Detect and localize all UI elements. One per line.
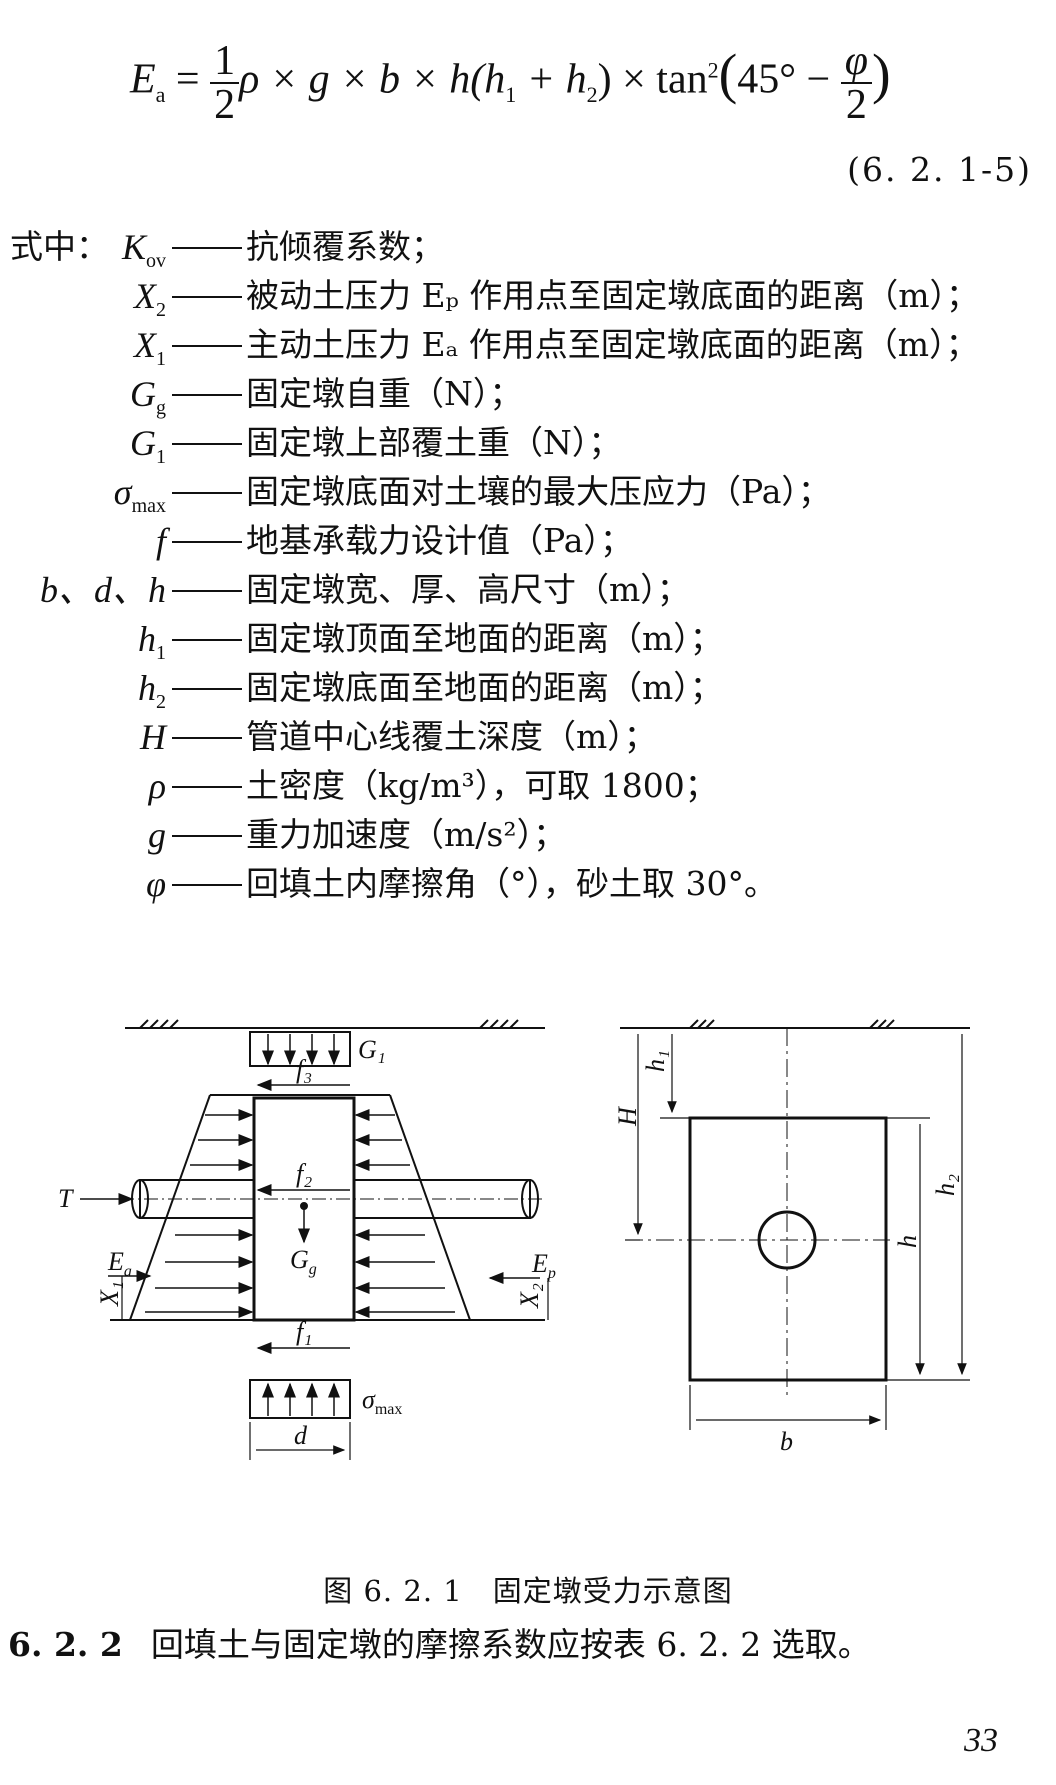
definition-row: g 重力加速度（m/s²）； [148,815,567,855]
page-number: 33 [964,1722,998,1759]
definition-row: h2 固定墩底面至地面的距离（m）； [138,668,723,714]
section-text: 回填土与固定墩的摩擦系数应按表 6. 2. 2 选取。 [150,1625,871,1664]
formula-half: 1 2 [210,40,240,126]
label-d: d [294,1421,308,1450]
ground-hatch-icon [139,1019,179,1029]
definition-row: X2 被动土压力 Eₚ 作用点至固定墩底面的距离（m）； [134,276,980,322]
definition-prefix: 式中： [10,227,109,266]
label-gg: Gg [290,1245,317,1278]
definition-row: h1 固定墩顶面至地面的距离（m）； [138,619,723,665]
label-h2: h₂ [931,1174,960,1196]
label-big-h: H [613,1106,642,1127]
definition-row: σmax 固定墩底面对土壤的最大压应力（Pa）； [113,472,831,518]
label-x2: X₂ [515,1283,544,1309]
figure-caption: 图 6. 2. 1 固定墩受力示意图 [323,1574,733,1608]
formula-lhs: E [130,56,156,103]
label-x1: X₁ [95,1281,124,1307]
anchor-block-force-diagram: G₁ f₃ f₂ T Gg Ea Ep X₁ X₂ f₁ σmax d h₁ H… [58,1019,970,1460]
anchor-block-front [688,1116,888,1382]
ground-hatch-icon [869,1019,895,1029]
section-number: 6. 2. 2 [8,1625,123,1664]
definition-row: b、d、h 固定墩宽、厚、高尺寸（m）； [39,570,690,610]
label-h1: h₁ [641,1050,670,1072]
formula-6-2-1-5: Ea = 1 2 ρ × g × b × h(h1 + h2) × tan2(4… [130,38,891,128]
ground-hatch-icon [479,1019,519,1029]
definition-row: ρ 土密度（kg/m³），可取 1800； [148,766,718,806]
formula-phi-half: φ 2 [840,40,872,126]
definition-row: H 管道中心线覆土深度（m）； [140,717,657,757]
label-ep: Ep [531,1249,556,1282]
definition-row: φ 回填土内摩擦角（°），砂土取 30°。 [146,864,777,904]
definition-row: 式中： Kov 抗倾覆系数； [0,220,1056,274]
label-h: h [893,1235,922,1248]
g1-load-block [249,1031,351,1067]
definition-row: f 地基承载力设计值（Pa）； [155,521,633,561]
definition-row: G1 固定墩上部覆土重（N）； [130,423,622,469]
label-f2: f₂ [296,1159,312,1188]
label-f3: f₃ [296,1055,312,1084]
label-g1: G₁ [358,1035,386,1064]
label-f1: f₁ [296,1317,312,1346]
active-soil-wedge [129,1094,211,1321]
section-6-2-2: 6. 2. 2 回填土与固定墩的摩擦系数应按表 6. 2. 2 选取。 [8,1618,871,1666]
label-t: T [58,1184,74,1213]
definition-row: X1 主动土压力 Eₐ 作用点至固定墩底面的距离（m）； [134,325,979,371]
sigma-max-block [249,1379,351,1419]
ground-hatch-icon [689,1019,715,1029]
formula-lhs-sub: a [155,82,166,108]
definition-row: Gg 固定墩自重（N）； [130,374,523,420]
passive-soil-wedge [389,1094,471,1321]
label-ea: Ea [107,1247,132,1280]
formula-body: ρ × g × b × h(h [239,56,506,103]
equation-number: (6. 2. 1-5) [847,150,1032,189]
label-sigma-max: σmax [362,1385,402,1418]
label-b: b [780,1427,793,1456]
